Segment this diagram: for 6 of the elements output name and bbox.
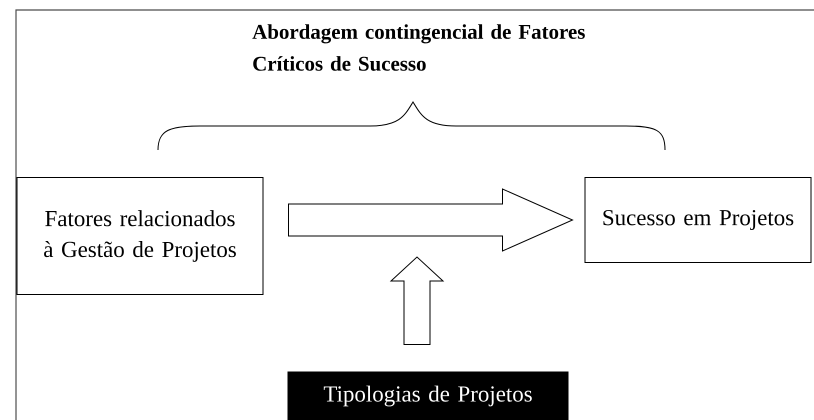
text-box: Fatores relacionados à Gestão de Projetos: [16, 177, 264, 295]
label-box: Tipologias de Projetos: [288, 372, 568, 420]
text-box: Sucesso em Projetos: [584, 177, 812, 263]
block-arrow: [390, 256, 444, 345]
title: Abordagem contingencial de Fatores Críticos de Sucesso: [252, 24, 585, 71]
block-arrow: [288, 188, 574, 252]
